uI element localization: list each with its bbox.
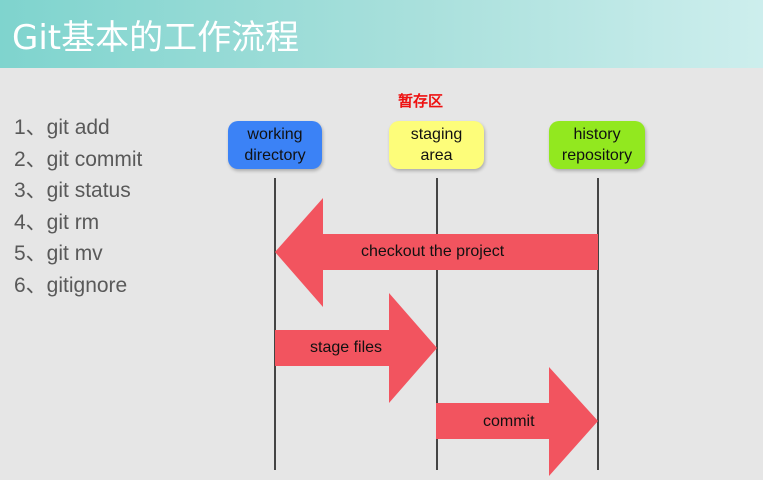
stage-files-arrow-label: stage files [310,339,383,356]
command-item: 3、git status [14,179,131,202]
staging-area-lifeline [436,178,438,470]
working-directory-label: working directory [244,126,306,164]
working-directory-lifeline [274,178,276,470]
staging-area-label: staging area [410,126,463,164]
stage-files-arrow [275,293,437,403]
staging-area-box: staging area [389,121,484,169]
working-directory-box: working directory [228,121,322,169]
command-item: 2、git commit [14,147,143,171]
history-repository-box: history repository [549,121,645,169]
checkout-arrow [275,198,598,307]
command-item: 4、git rm [14,210,100,234]
commit-arrow [436,367,598,476]
commit-arrow-label: commit [483,413,535,430]
command-item: 5、git mv [14,242,103,265]
staging-area-heading: 暂存区 [398,92,444,110]
command-list: 1、git add 2、git commit 3、git status 4、gi… [14,112,142,301]
command-item: 6、gitignore [14,273,128,297]
history-repository-lifeline [597,178,599,470]
history-repository-label: history repository [561,126,633,164]
header-bar: Git基本的工作流程 [0,0,763,68]
command-item: 1、git add [14,116,110,139]
checkout-arrow-label: checkout the project [361,243,505,260]
page-title: Git基本的工作流程 [12,18,300,58]
